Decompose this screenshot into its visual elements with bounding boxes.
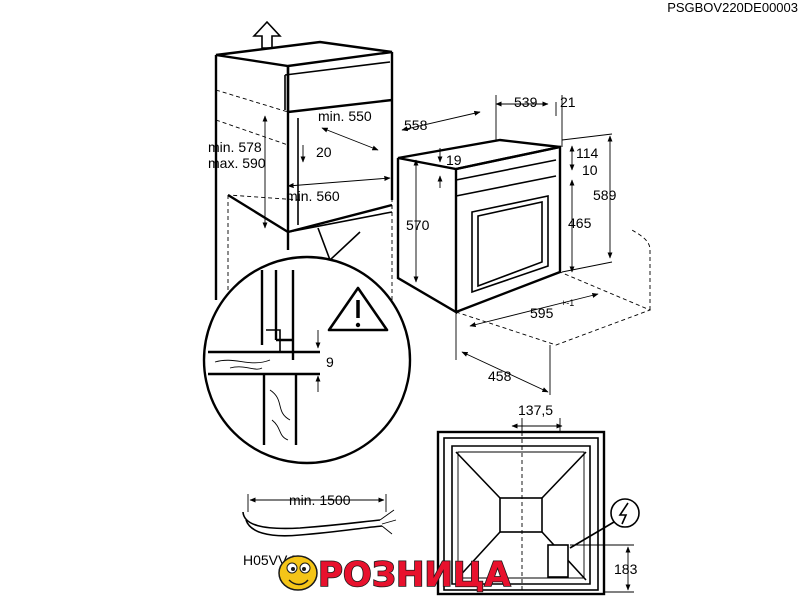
niche-width-min: min. 560 (286, 188, 340, 204)
electric-plug-icon (610, 498, 640, 528)
rear-view: 137,5 183 (436, 402, 640, 596)
detail-view: 9 (202, 255, 412, 465)
rear-socket-height: 183 (614, 561, 638, 577)
watermark-text: РОЗНИЦА (318, 555, 511, 595)
oven-front-gap: 10 (582, 162, 598, 178)
oven-bottom-depth: 458 (488, 368, 512, 384)
oven-front-top: 114 (576, 145, 599, 161)
niche-height-min: min. 578 (208, 139, 262, 155)
oven-front-height: 465 (568, 215, 592, 231)
niche-height-max: max. 590 (208, 155, 266, 171)
oven-total-height: 589 (593, 187, 617, 203)
niche-gap: 20 (316, 144, 332, 160)
detail-gap: 9 (326, 354, 334, 370)
mascot-icon (278, 555, 318, 591)
cabinet-niche: min. 578 max. 590 min. 550 20 min. 560 (208, 20, 394, 300)
oven-panel-thickness: 21 (560, 94, 576, 110)
oven-width: 595 (530, 305, 554, 321)
cable-length: min. 1500 (289, 492, 351, 508)
niche-depth-min: min. 550 (318, 108, 372, 124)
oven-width-tolerance: +-1 (561, 298, 574, 308)
oven-depth: 558 (404, 117, 428, 133)
oven-top-offset: 19 (446, 152, 462, 168)
document-code: PSGBOV220DE00003 (667, 0, 798, 15)
oven-panel-depth: 539 (514, 94, 538, 110)
warning-icon (327, 286, 389, 332)
oven-view: 558 539 21 19 570 114 10 465 589 595 +-1… (396, 94, 652, 395)
watermark-logo: РОЗНИЦА (278, 554, 512, 596)
up-arrow-icon (252, 20, 282, 49)
rear-offset: 137,5 (518, 402, 553, 418)
oven-body-height: 570 (406, 217, 430, 233)
